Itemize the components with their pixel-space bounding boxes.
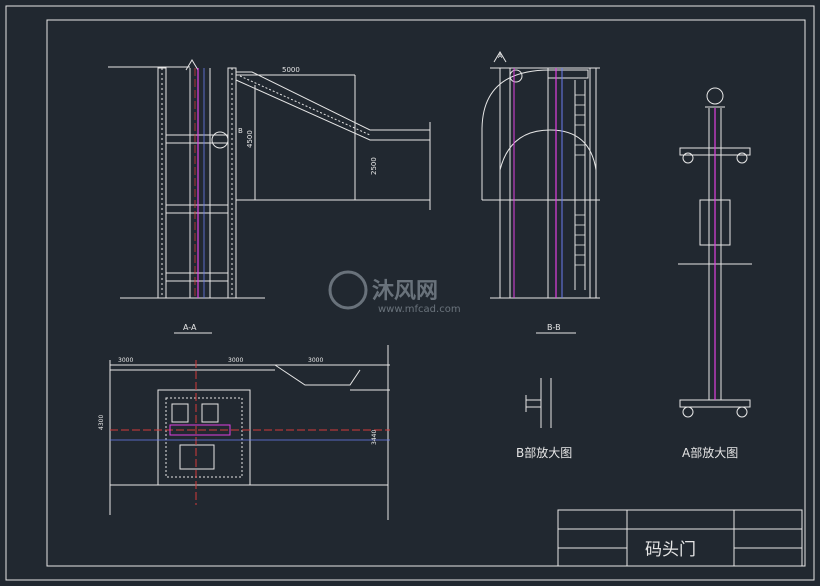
section-bb-title: B-B [547,323,561,332]
aa-beam-1 [165,134,229,144]
detail-a-lower-wheel-right [736,406,748,418]
bb-upper-arch [481,69,551,200]
plan-equipment [179,444,215,470]
bb-mid-arch [499,129,597,171]
dim-aa-vert-1: 4500 [246,130,254,148]
drawing-title: 码头门 [645,540,696,560]
section-bb-view [481,51,600,299]
bb-detail-circle [509,69,523,83]
inner-frame [46,19,806,567]
dim-plan-2: 3000 [228,357,243,364]
plan-cell-2 [201,403,219,423]
detail-b-drawing [525,378,552,428]
bb-ladder-rungs [575,94,585,266]
detail-a-drawing [678,87,752,418]
bb-axis-marker [493,51,507,63]
dim-plan-3: 3000 [308,357,323,364]
aa-beam-2 [165,204,229,214]
watermark-brand: 沐风网 [372,279,438,304]
dim-plan-left: 4300 [98,415,105,430]
detail-a-top-pulley [706,87,724,105]
plan-ramp-outline [274,364,361,386]
aa-detail-circle [211,131,229,149]
watermark-url: www.mfcad.com [378,304,461,315]
watermark-logo-icon [328,270,368,310]
bb-right-column [589,67,597,299]
detail-a-lower-wheel-left [682,406,694,418]
section-aa-view [108,59,431,299]
bb-left-column [499,67,511,299]
marker-a-callout: A [498,53,503,60]
plan-view [109,345,390,520]
title-block-frame [557,509,803,567]
detail-a-upper-wheel-left [682,152,694,164]
aa-ramp [235,71,431,141]
title-block [557,509,803,567]
plan-cell-1 [171,403,189,423]
dim-plan-right: 3440 [371,430,378,445]
dim-aa-top: 5000 [282,66,300,74]
aa-ramp-hatch [239,75,371,136]
plan-room-outer [157,389,251,486]
detail-a-title: A部放大图 [682,445,738,460]
detail-a-lower-bracket [679,399,751,408]
detail-a-upper-wheel-right [736,152,748,164]
section-aa-title: A-A [183,323,197,332]
dim-aa-vert-2: 2500 [370,157,378,175]
marker-b-callout: B [238,127,243,135]
bb-top-bar [547,69,589,79]
outer-frame [5,5,815,581]
aa-axis-marker [185,59,199,71]
plan-magenta-element [169,424,231,436]
aa-beam-3 [165,272,229,282]
plan-room-inner [165,397,243,478]
watermark: 沐风网 www.mfcad.com [328,270,461,315]
dim-plan-1: 3000 [118,357,133,364]
detail-b-title: B部放大图 [516,445,572,460]
